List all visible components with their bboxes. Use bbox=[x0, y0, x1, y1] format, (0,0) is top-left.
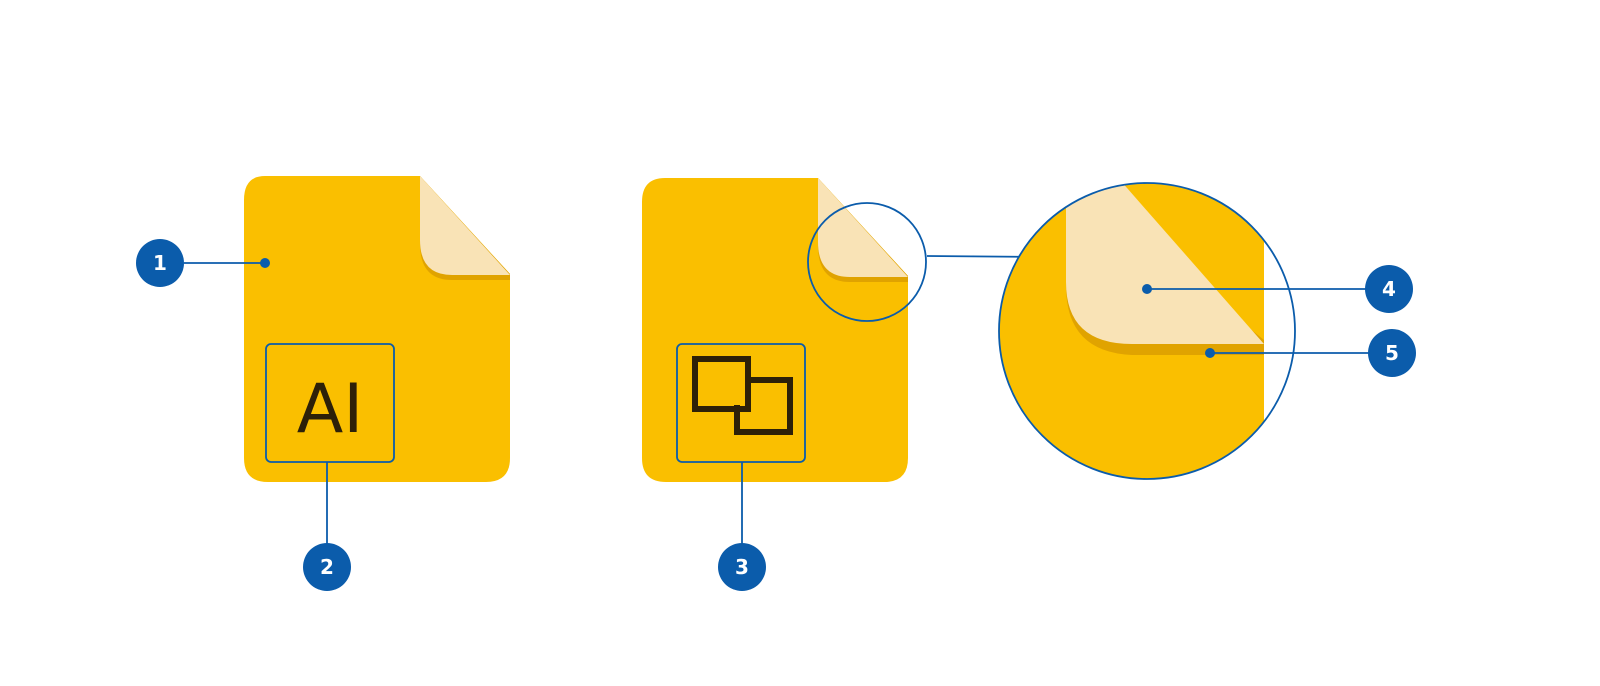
svg-text:5: 5 bbox=[1385, 341, 1399, 365]
svg-text:2: 2 bbox=[320, 555, 334, 579]
corner-fold bbox=[420, 176, 510, 275]
callout-4: 4 bbox=[1142, 265, 1413, 313]
svg-text:4: 4 bbox=[1382, 277, 1396, 301]
corner-fold bbox=[818, 178, 908, 277]
callout-3: 3 bbox=[718, 462, 766, 591]
callout-1: 1 bbox=[136, 239, 270, 287]
zoom-source-ring bbox=[807, 202, 927, 322]
file-body bbox=[642, 178, 908, 482]
file-body bbox=[244, 176, 510, 482]
glyph-frame bbox=[265, 343, 395, 463]
callout-badge bbox=[1365, 265, 1413, 313]
callout-5: 5 bbox=[1205, 329, 1416, 377]
callout-badge bbox=[136, 239, 184, 287]
callout-2: 2 bbox=[303, 462, 351, 591]
file-icon-ai: AI bbox=[244, 176, 510, 482]
zoom-magnified-corner bbox=[999, 183, 1295, 479]
zoom-lens-ring bbox=[998, 182, 1296, 480]
callout-badge bbox=[303, 543, 351, 591]
file-type-glyph: AI bbox=[297, 370, 364, 449]
file-icon-windows bbox=[642, 178, 908, 482]
svg-text:3: 3 bbox=[735, 555, 749, 579]
overlapping-windows-icon bbox=[692, 356, 793, 435]
svg-text:1: 1 bbox=[153, 251, 167, 275]
callout-badge bbox=[718, 543, 766, 591]
callout-badge bbox=[1368, 329, 1416, 377]
glyph-frame bbox=[676, 343, 806, 463]
